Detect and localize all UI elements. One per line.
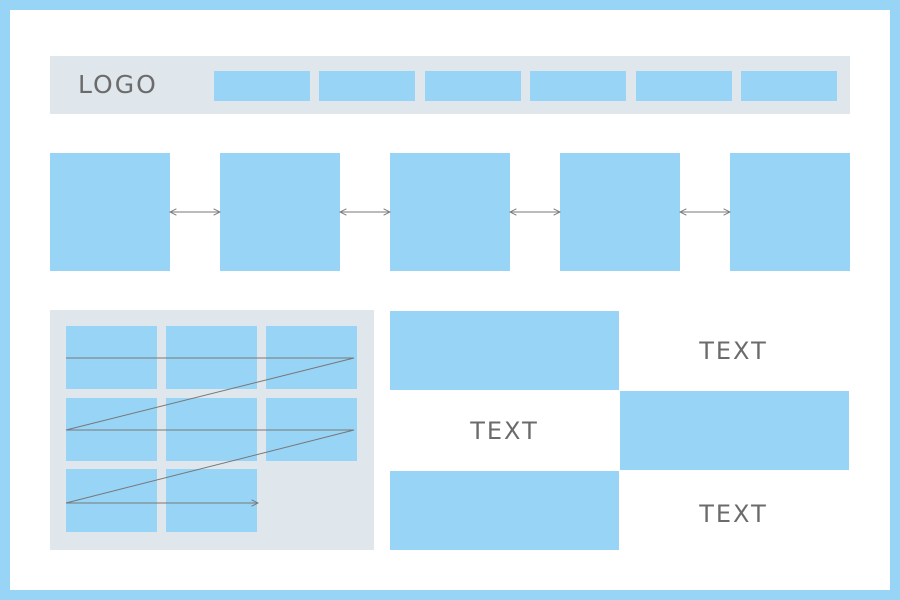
card-2 (220, 153, 340, 271)
text-label-1: TEXT (699, 336, 768, 365)
grid-cell (66, 469, 157, 532)
nav-item-4[interactable] (530, 71, 626, 101)
card-1 (50, 153, 170, 271)
nav-item-3[interactable] (425, 71, 521, 101)
grid-cell (166, 469, 257, 532)
text-label-2: TEXT (470, 416, 539, 445)
nav-item-2[interactable] (319, 71, 415, 101)
card-3 (390, 153, 510, 271)
text-label-3: TEXT (699, 499, 768, 528)
nav-item-5[interactable] (636, 71, 732, 101)
nav-item-6[interactable] (741, 71, 837, 101)
content-block-1 (390, 311, 619, 390)
logo: LOGO (78, 70, 158, 99)
zigzag-arrow (65, 357, 355, 503)
card-5 (730, 153, 850, 271)
card-4 (560, 153, 680, 271)
nav-item-1[interactable] (214, 71, 310, 101)
content-block-2 (620, 391, 849, 470)
content-block-3 (390, 471, 619, 550)
